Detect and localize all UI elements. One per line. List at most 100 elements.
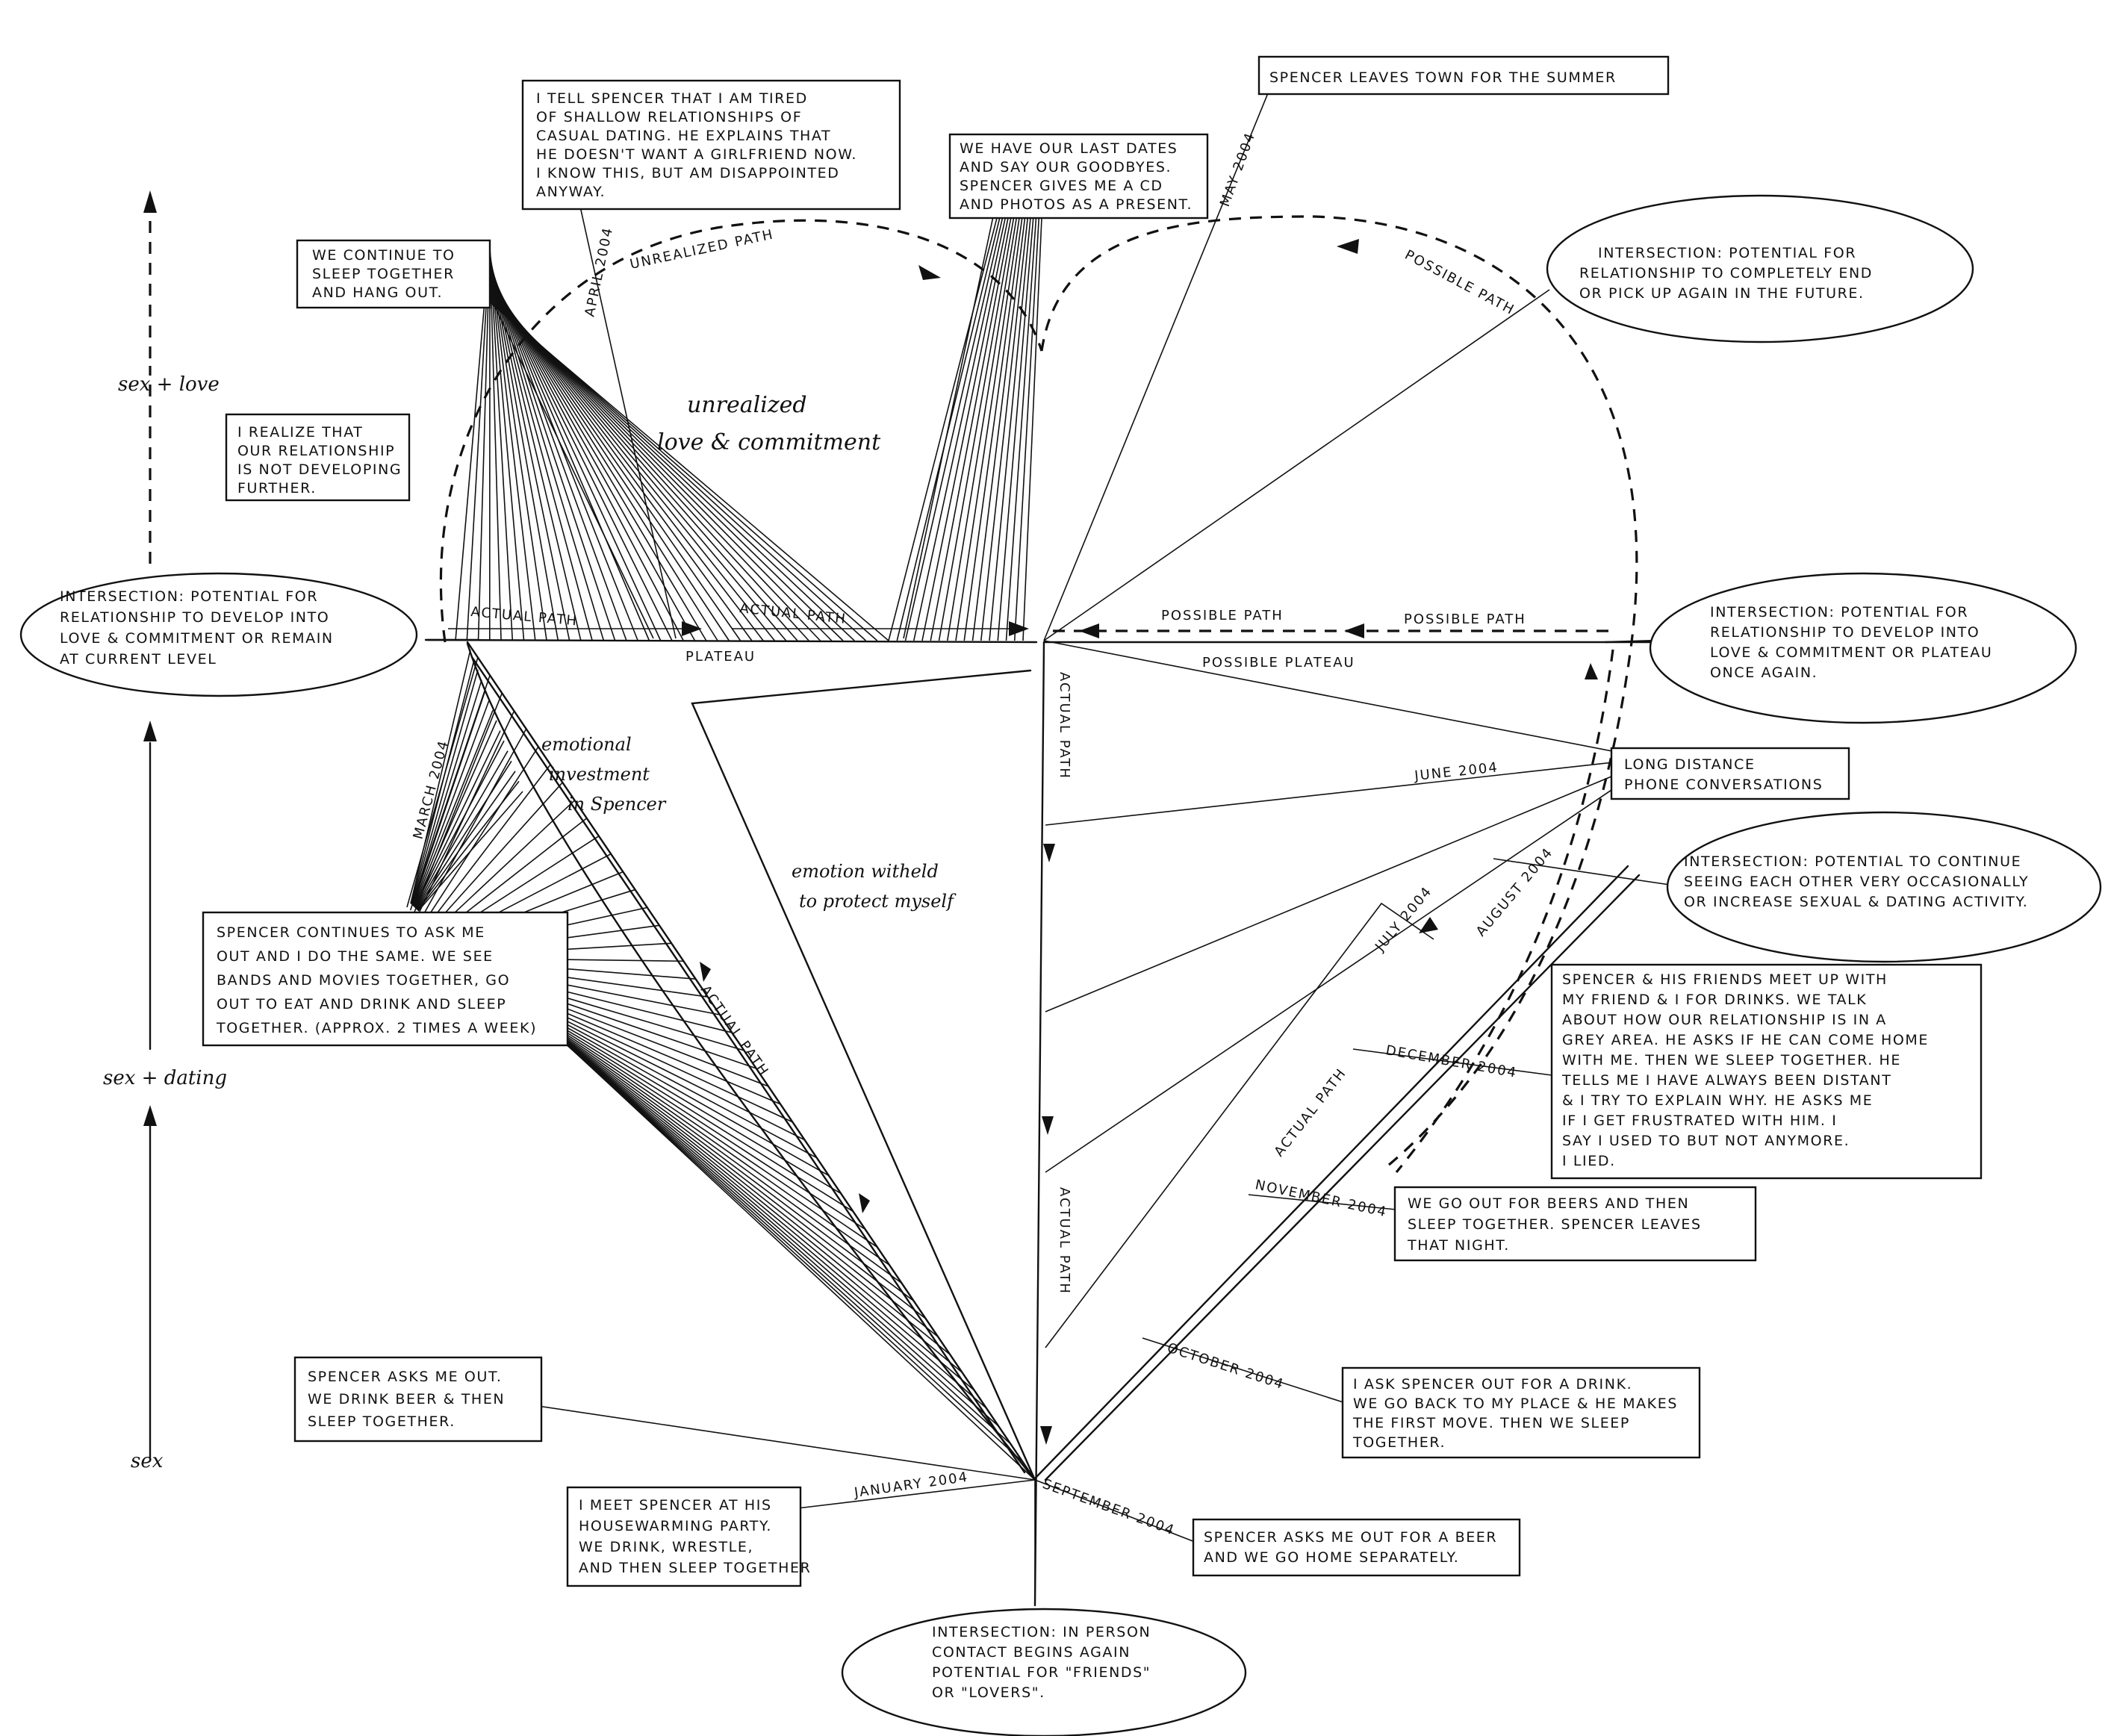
note-line: I REALIZE THAT — [237, 424, 364, 441]
hatch-line — [539, 1021, 939, 1337]
note-line: TOGETHER. (APPROX. 2 TIMES A WEEK) — [216, 1020, 537, 1036]
possible-path-label-mid-1: POSSIBLE PATH — [1161, 608, 1284, 623]
hatch-line — [525, 1009, 890, 1266]
withheld-triangle — [691, 669, 1036, 1481]
possible-path-arc-inner — [1395, 649, 1614, 1174]
note-asks-beer: SPENCER ASKS ME OUT FOR A BEER AND WE GO… — [1192, 1518, 1521, 1577]
intersection-line: OR "LOVERS". — [932, 1684, 1045, 1701]
note-line: THAT NIGHT. — [1407, 1237, 1510, 1254]
hatch-line — [518, 1003, 866, 1231]
intersection-line: POTENTIAL FOR "FRIENDS" — [932, 1664, 1151, 1681]
hatch-line — [912, 217, 1007, 641]
possible-path-arc — [1040, 215, 1638, 1166]
connectors — [492, 149, 1696, 1605]
note-leaves-town: SPENCER LEAVES TOWN FOR THE SUMMER — [1257, 55, 1670, 96]
hatch-line — [560, 1039, 1012, 1445]
note-line: WE GO OUT FOR BEERS AND THEN — [1408, 1195, 1689, 1212]
hatch-line — [423, 746, 539, 923]
note-line: WE CONTINUE TO — [312, 247, 456, 264]
date-may: MAY 2004 — [1217, 130, 1259, 209]
hatch-line — [997, 217, 1034, 641]
emotional-label-1: emotional — [541, 734, 632, 755]
line-to-leaves-town — [1043, 89, 1270, 641]
hatch-line — [489, 260, 593, 641]
note-line: AND WE GO HOME SEPARATELY. — [1204, 1549, 1459, 1566]
date-june: JUNE 2004 — [1413, 759, 1499, 784]
hatch-line — [963, 217, 1023, 641]
hatch-line — [489, 263, 616, 641]
left-diag-arrow-1 — [859, 1193, 870, 1213]
note-line: OUR RELATIONSHIP — [237, 443, 395, 459]
dashed-paths — [439, 215, 1638, 1174]
hatch-line — [553, 1033, 987, 1409]
note-line: & I TRY TO EXPLAIN WHY. HE ASKS ME — [1562, 1092, 1873, 1109]
hatch-line — [546, 1027, 963, 1373]
note-line: ABOUT HOW OUR RELATIONSHIP IS IN A — [1562, 1012, 1887, 1028]
note-line: WE HAVE OUR LAST DATES — [960, 140, 1178, 157]
hatch-line — [489, 252, 536, 641]
down-arrow-2 — [1042, 1116, 1054, 1135]
hatch-line — [411, 679, 482, 906]
note-box — [1550, 963, 1983, 1180]
note-line: SAY I USED TO BUT NOT ANYMORE. — [1562, 1133, 1850, 1149]
note-line: BANDS AND MOVIES TOGETHER, GO — [217, 972, 510, 989]
note-continue-sleep: WE CONTINUE TO SLEEP TOGETHER AND HANG O… — [296, 239, 491, 309]
connector-realize — [492, 302, 654, 639]
note-line: I ASK SPENCER OUT FOR A DRINK. — [1353, 1376, 1632, 1393]
hatch-line — [1013, 217, 1040, 641]
hatch-line — [411, 669, 479, 905]
date-august: AUGUST 2004 — [1473, 844, 1557, 939]
hatch-line — [414, 720, 497, 908]
hatch-line — [412, 700, 490, 906]
hatch-line — [989, 217, 1031, 641]
intersection-line: INTERSECTION: POTENTIAL FOR — [1710, 604, 1968, 620]
note-line: I MEET SPENCER AT HIS — [579, 1497, 772, 1513]
note-line: I KNOW THIS, BUT AM DISAPPOINTED — [536, 165, 840, 181]
connector-tired — [567, 149, 677, 639]
note-realize: I REALIZE THAT OUR RELATIONSHIP IS NOT D… — [225, 413, 411, 502]
intersection-bottom: INTERSECTION: IN PERSON CONTACT BEGINS A… — [841, 1608, 1247, 1736]
hatch-line — [489, 256, 570, 641]
note-line: WE DRINK, WRESTLE, — [579, 1539, 753, 1555]
hatch-line — [489, 282, 753, 641]
hatch-line — [489, 279, 730, 641]
hatch-line — [489, 250, 525, 641]
actual-path-label-down-1: ACTUAL PATH — [1057, 672, 1072, 780]
hatch-line — [556, 1036, 999, 1427]
hatch-line — [489, 273, 684, 641]
connector-last-dates-1 — [903, 216, 994, 639]
intersection-line: OR PICK UP AGAIN IN THE FUTURE. — [1579, 285, 1865, 302]
note-line: IF I GET FRUSTRATED WITH HIM. I — [1562, 1113, 1837, 1129]
intersection-line: RELATIONSHIP TO COMPLETELY END — [1579, 265, 1873, 281]
note-line: HOUSEWARMING PARTY. — [579, 1518, 772, 1534]
hatch-line — [532, 1015, 915, 1302]
note-line: AND THEN SLEEP TOGETHER — [579, 1560, 811, 1576]
line-to-long-distance — [1043, 640, 1647, 759]
hatch-line — [489, 302, 889, 641]
hatch-line — [414, 740, 505, 909]
level-label-sex-love: sex + love — [118, 373, 220, 396]
down-arrow-3 — [1040, 1426, 1052, 1445]
possible-path-top-arrow — [1337, 239, 1359, 254]
intersection-left: INTERSECTION: POTENTIAL FOR RELATIONSHIP… — [19, 572, 479, 697]
intersection-line: RELATIONSHIP TO DEVELOP INTO — [1710, 624, 1980, 641]
level-label-sex-dating: sex + dating — [103, 1067, 227, 1089]
hatch-line — [413, 710, 494, 907]
connector-asks-out-first — [522, 1403, 1036, 1481]
hatch-layer — [406, 217, 1042, 1481]
hatch-line — [946, 217, 1018, 641]
hatch-line — [412, 690, 486, 906]
note-line: OUT TO EAT AND DRINK AND SLEEP — [217, 996, 506, 1012]
note-line: I LIED. — [1562, 1153, 1616, 1169]
note-i-ask: I ASK SPENCER OUT FOR A DRINK. WE GO BAC… — [1341, 1366, 1701, 1459]
hatch-line — [938, 217, 1015, 641]
intersection-line: LOVE & COMMITMENT OR REMAIN — [60, 630, 334, 647]
path-lines — [424, 89, 1659, 1607]
line-to-top-right-intersection — [1043, 289, 1550, 641]
hatch-line — [1005, 217, 1037, 641]
axis-arrow-top — [143, 190, 157, 213]
note-box — [521, 79, 901, 211]
hatch-line — [489, 281, 741, 641]
left-diag-arrow-2 — [700, 962, 711, 982]
